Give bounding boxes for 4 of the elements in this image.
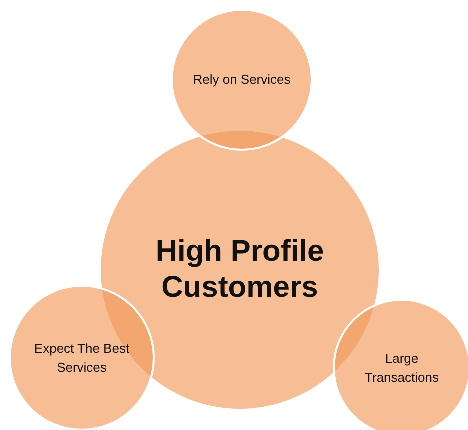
node-label: Large Transactions <box>364 350 440 387</box>
node-label: Rely on Services <box>192 71 292 90</box>
node-label: High Profile Customers <box>154 234 326 306</box>
node-label: Expect The Best Services <box>33 340 131 377</box>
